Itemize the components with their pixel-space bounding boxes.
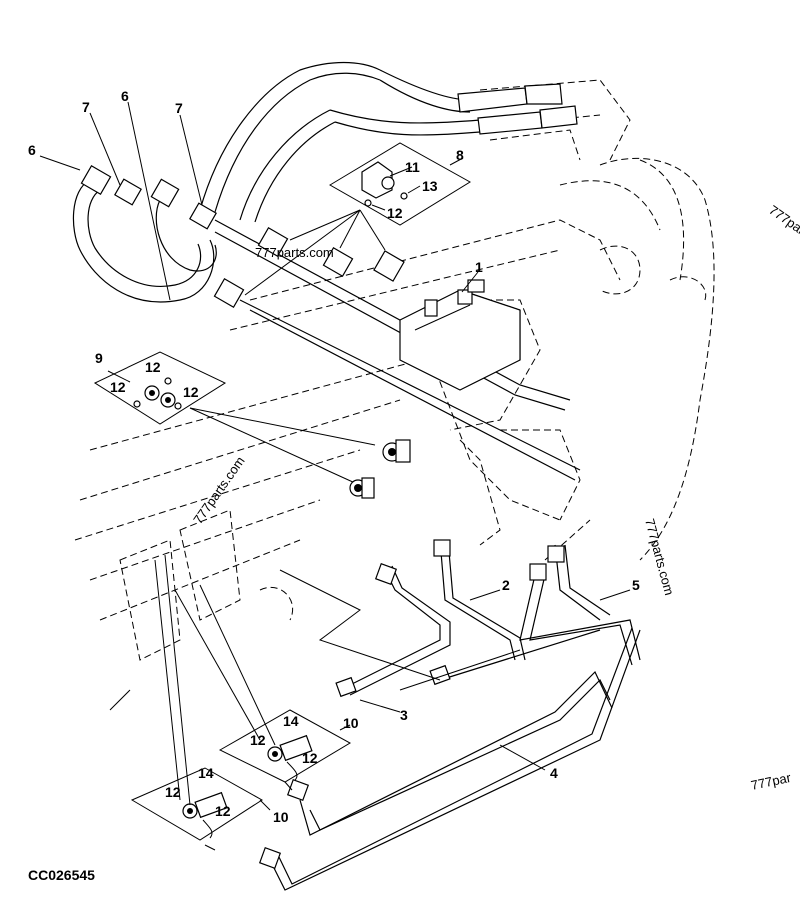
watermark-bottom-right: 777par xyxy=(750,770,793,793)
callout-10-upper: 10 xyxy=(343,715,359,731)
watermark-center: 777parts.com xyxy=(255,245,334,260)
callout-12-kit8: 12 xyxy=(387,205,403,221)
callout-10-lower: 10 xyxy=(273,809,289,825)
callout-2: 2 xyxy=(502,577,510,593)
callout-4: 4 xyxy=(550,765,558,781)
watermark-top-right: 777par xyxy=(766,202,800,238)
watermark-left-rotated: 777parts.com xyxy=(190,454,247,527)
callout-12-upper-right: 12 xyxy=(302,750,318,766)
cross-fittings xyxy=(349,439,411,499)
callout-3: 3 xyxy=(400,707,408,723)
figure-id: CC026545 xyxy=(28,867,95,883)
callout-8: 8 xyxy=(456,147,464,163)
kit-8-box xyxy=(244,142,471,296)
kit-10-box-upper xyxy=(174,584,352,791)
callout-7-left: 7 xyxy=(82,99,90,115)
callout-1: 1 xyxy=(475,259,483,275)
callout-12-kit9-left: 12 xyxy=(110,379,126,395)
callout-12-lower-left: 12 xyxy=(165,784,181,800)
callout-11: 11 xyxy=(405,159,420,175)
kit-9-box xyxy=(93,351,376,484)
callout-12-upper-left: 12 xyxy=(250,732,266,748)
kit-10-box-lower xyxy=(109,554,271,851)
leader-lines xyxy=(39,101,631,771)
callout-6-center: 6 xyxy=(121,88,129,104)
callout-9: 9 xyxy=(95,350,103,366)
callout-5: 5 xyxy=(632,577,640,593)
callout-14-upper: 14 xyxy=(283,713,299,729)
upper-fittings xyxy=(80,165,485,317)
callout-6-left: 6 xyxy=(28,142,36,158)
callout-14-lower: 14 xyxy=(198,765,214,781)
watermark-right-rotated: 777parts.com xyxy=(642,517,677,597)
callout-labels: 6 7 6 7 8 11 13 12 1 9 12 12 12 2 5 3 4 … xyxy=(28,88,640,825)
watermarks: 777parts.com 777parts.com 777parts.com 7… xyxy=(190,202,800,793)
lower-pipes xyxy=(258,539,641,891)
callout-12-kit9-right: 12 xyxy=(183,384,199,400)
callout-7-right: 7 xyxy=(175,100,183,116)
callout-13: 13 xyxy=(422,178,438,194)
hoses xyxy=(72,61,578,303)
callout-12-kit9-top: 12 xyxy=(145,359,161,375)
callout-12-lower-right: 12 xyxy=(215,803,231,819)
